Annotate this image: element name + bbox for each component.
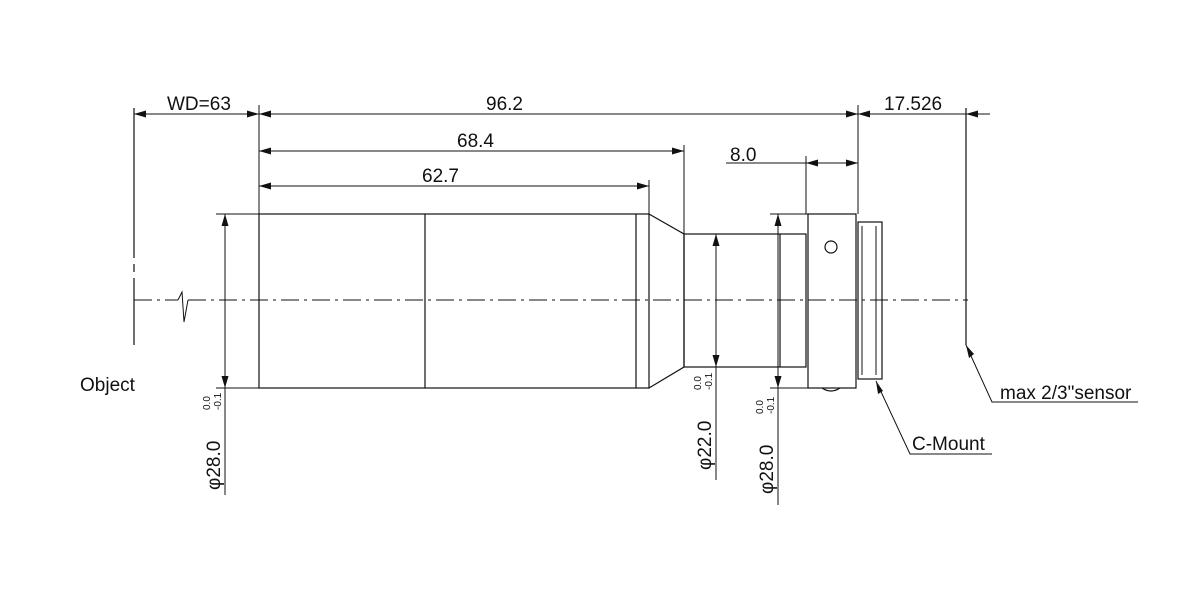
diameter-3-tol-lower: -0.1: [766, 396, 777, 414]
length-62-label: 62.7: [422, 166, 459, 187]
back-focus-label: 17.526: [884, 94, 942, 115]
c-mount-thread: [857, 221, 883, 380]
diameter-2-tol-upper: 0.0: [693, 376, 704, 390]
diameter-1-label: φ28.0: [204, 441, 225, 490]
lens-body: [258, 213, 883, 392]
mount-ring: [807, 213, 857, 389]
diameter-1-tol-lower: -0.1: [213, 392, 224, 410]
diameter-lines: [221, 214, 782, 505]
leaders: [875, 344, 1138, 455]
diameter-1-tol-upper: 0.0: [202, 396, 213, 410]
length-68-label: 68.4: [457, 131, 494, 152]
diameter-3: φ28.0 0.0 -0.1: [755, 396, 778, 494]
main-barrel: [258, 213, 650, 389]
sensor-leader: [965, 344, 1138, 403]
set-screw-icon: [824, 240, 838, 254]
center-line: [134, 290, 968, 323]
total-length-label: 96.2: [486, 94, 523, 115]
length-8-label: 8.0: [730, 145, 756, 166]
mount-leader: [875, 380, 992, 455]
diameter-2-label: φ22.0: [695, 421, 716, 470]
neck-barrel: [683, 233, 807, 368]
taper: [648, 213, 685, 389]
mount-label: C-Mount: [912, 434, 986, 455]
wd-label: WD=63: [167, 94, 231, 115]
dimension-lines: [134, 110, 990, 190]
diameter-3-tol-upper: 0.0: [755, 400, 766, 414]
diameter-1: φ28.0 0.0 -0.1: [202, 392, 225, 490]
extension-lines: [216, 105, 859, 389]
object-label: Object: [80, 375, 136, 396]
diameter-3-label: φ28.0: [757, 445, 778, 494]
diameter-2-tol-lower: -0.1: [704, 372, 715, 390]
sensor-label: max 2/3"sensor: [1000, 383, 1132, 404]
diameter-2: φ22.0 0.0 -0.1: [693, 372, 716, 470]
